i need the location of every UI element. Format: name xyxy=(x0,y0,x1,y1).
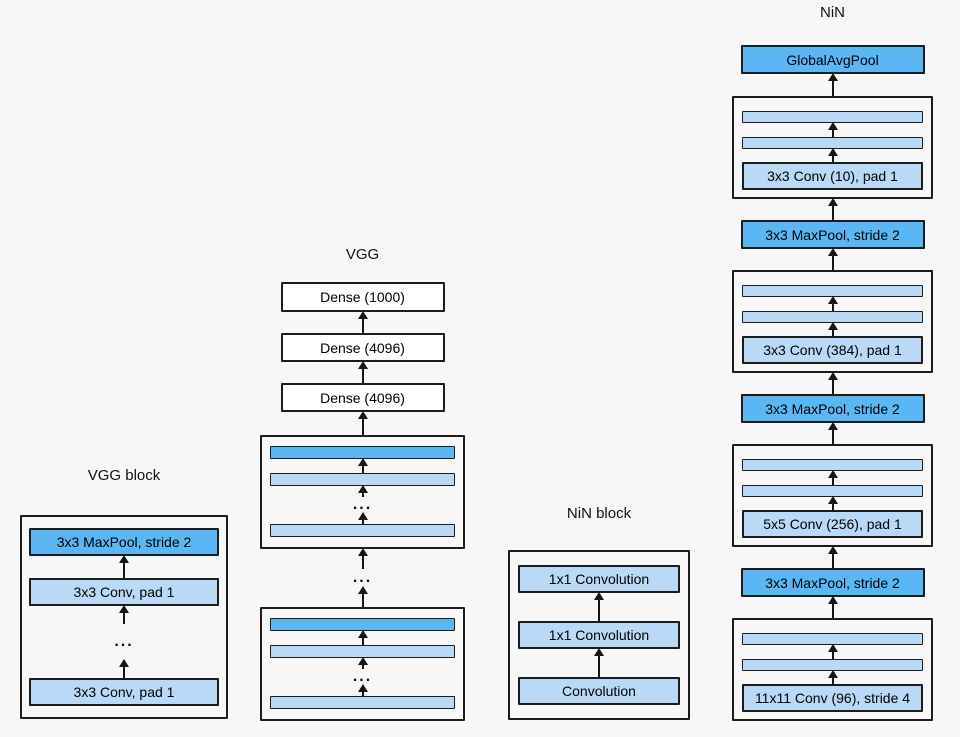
up-arrow-icon xyxy=(827,149,839,162)
nin-block-outline: 11x11 Conv (96), stride 4 xyxy=(732,618,933,721)
nin-title: NiN xyxy=(820,4,845,21)
up-arrow-icon xyxy=(827,597,839,618)
conv-layer: 3x3 Conv, pad 1 xyxy=(29,678,219,706)
up-arrow-icon xyxy=(593,593,605,621)
conv-layer: 3x3 Conv (384), pad 1 xyxy=(742,336,923,364)
nin-column: NiN GlobalAvgPool 3x3 Conv (10), pad 1 3… xyxy=(732,3,933,721)
conv-layer-bar xyxy=(270,524,455,537)
up-arrow-icon xyxy=(827,423,839,444)
ellipsis: ... xyxy=(352,569,373,586)
up-arrow-icon xyxy=(827,671,839,684)
up-arrow-icon xyxy=(357,486,369,497)
up-arrow-icon xyxy=(827,323,839,336)
maxpool-layer: 3x3 MaxPool, stride 2 xyxy=(29,528,219,556)
conv-layer: 3x3 Conv (10), pad 1 xyxy=(742,162,923,190)
up-arrow-icon xyxy=(357,658,369,669)
maxpool-layer: 3x3 MaxPool, stride 2 xyxy=(740,568,925,597)
vgg-block-outline: 3x3 MaxPool, stride 2 3x3 Conv, pad 1 ..… xyxy=(20,515,228,719)
dense-layer: Dense (4096) xyxy=(280,383,445,412)
up-arrow-icon xyxy=(827,249,839,270)
up-arrow-icon xyxy=(118,660,130,678)
up-arrow-icon xyxy=(357,362,369,383)
up-arrow-icon xyxy=(827,297,839,311)
nin-block-column: NiN block 1x1 Convolution 1x1 Convolutio… xyxy=(508,504,690,720)
up-arrow-icon xyxy=(357,412,369,435)
global-avg-pool-layer: GlobalAvgPool xyxy=(740,45,925,74)
dense-layer: Dense (1000) xyxy=(280,282,445,312)
conv-layer: 3x3 Conv, pad 1 xyxy=(29,578,219,606)
up-arrow-icon xyxy=(357,312,369,333)
up-arrow-icon xyxy=(827,497,839,510)
up-arrow-icon xyxy=(827,123,839,137)
up-arrow-icon xyxy=(827,471,839,485)
up-arrow-icon xyxy=(357,513,369,524)
conv-layer: Convolution xyxy=(518,677,680,705)
up-arrow-icon xyxy=(357,685,369,696)
nin-block-title: NiN block xyxy=(566,505,632,522)
up-arrow-icon xyxy=(357,587,369,607)
vgg-conv-block-outline: ... xyxy=(260,607,465,721)
up-arrow-icon xyxy=(357,459,369,473)
up-arrow-icon xyxy=(827,373,839,394)
vgg-block-title: VGG block xyxy=(87,467,161,484)
up-arrow-icon xyxy=(593,649,605,677)
conv-layer-bar xyxy=(270,696,455,709)
conv-layer: 1x1 Convolution xyxy=(518,565,680,593)
vgg-title: VGG xyxy=(345,246,380,263)
nin-block-outline: 5x5 Conv (256), pad 1 xyxy=(732,444,933,547)
up-arrow-icon xyxy=(827,199,839,220)
dense-layer: Dense (4096) xyxy=(280,333,445,362)
vgg-column: VGG Dense (1000) Dense (4096) Dense (409… xyxy=(260,245,465,721)
up-arrow-icon xyxy=(118,606,130,624)
vgg-block-column: VGG block 3x3 MaxPool, stride 2 3x3 Conv… xyxy=(20,466,228,719)
up-arrow-icon xyxy=(357,631,369,645)
maxpool-layer: 3x3 MaxPool, stride 2 xyxy=(740,220,925,249)
up-arrow-icon xyxy=(827,645,839,659)
vgg-conv-block-outline: ... xyxy=(260,435,465,549)
conv-layer: 5x5 Conv (256), pad 1 xyxy=(742,510,923,538)
up-arrow-icon xyxy=(827,547,839,568)
up-arrow-icon xyxy=(827,74,839,96)
ellipsis: ... xyxy=(352,496,373,513)
ellipsis: ... xyxy=(114,633,134,650)
conv-layer: 11x11 Conv (96), stride 4 xyxy=(742,684,923,712)
up-arrow-icon xyxy=(118,556,130,578)
nin-block-outline: 1x1 Convolution 1x1 Convolution Convolut… xyxy=(508,550,690,720)
maxpool-layer: 3x3 MaxPool, stride 2 xyxy=(740,394,925,423)
nin-block-outline: 3x3 Conv (10), pad 1 xyxy=(732,96,933,199)
up-arrow-icon xyxy=(357,549,369,569)
nin-block-outline: 3x3 Conv (384), pad 1 xyxy=(732,270,933,373)
conv-layer: 1x1 Convolution xyxy=(518,621,680,649)
ellipsis: ... xyxy=(352,668,373,685)
